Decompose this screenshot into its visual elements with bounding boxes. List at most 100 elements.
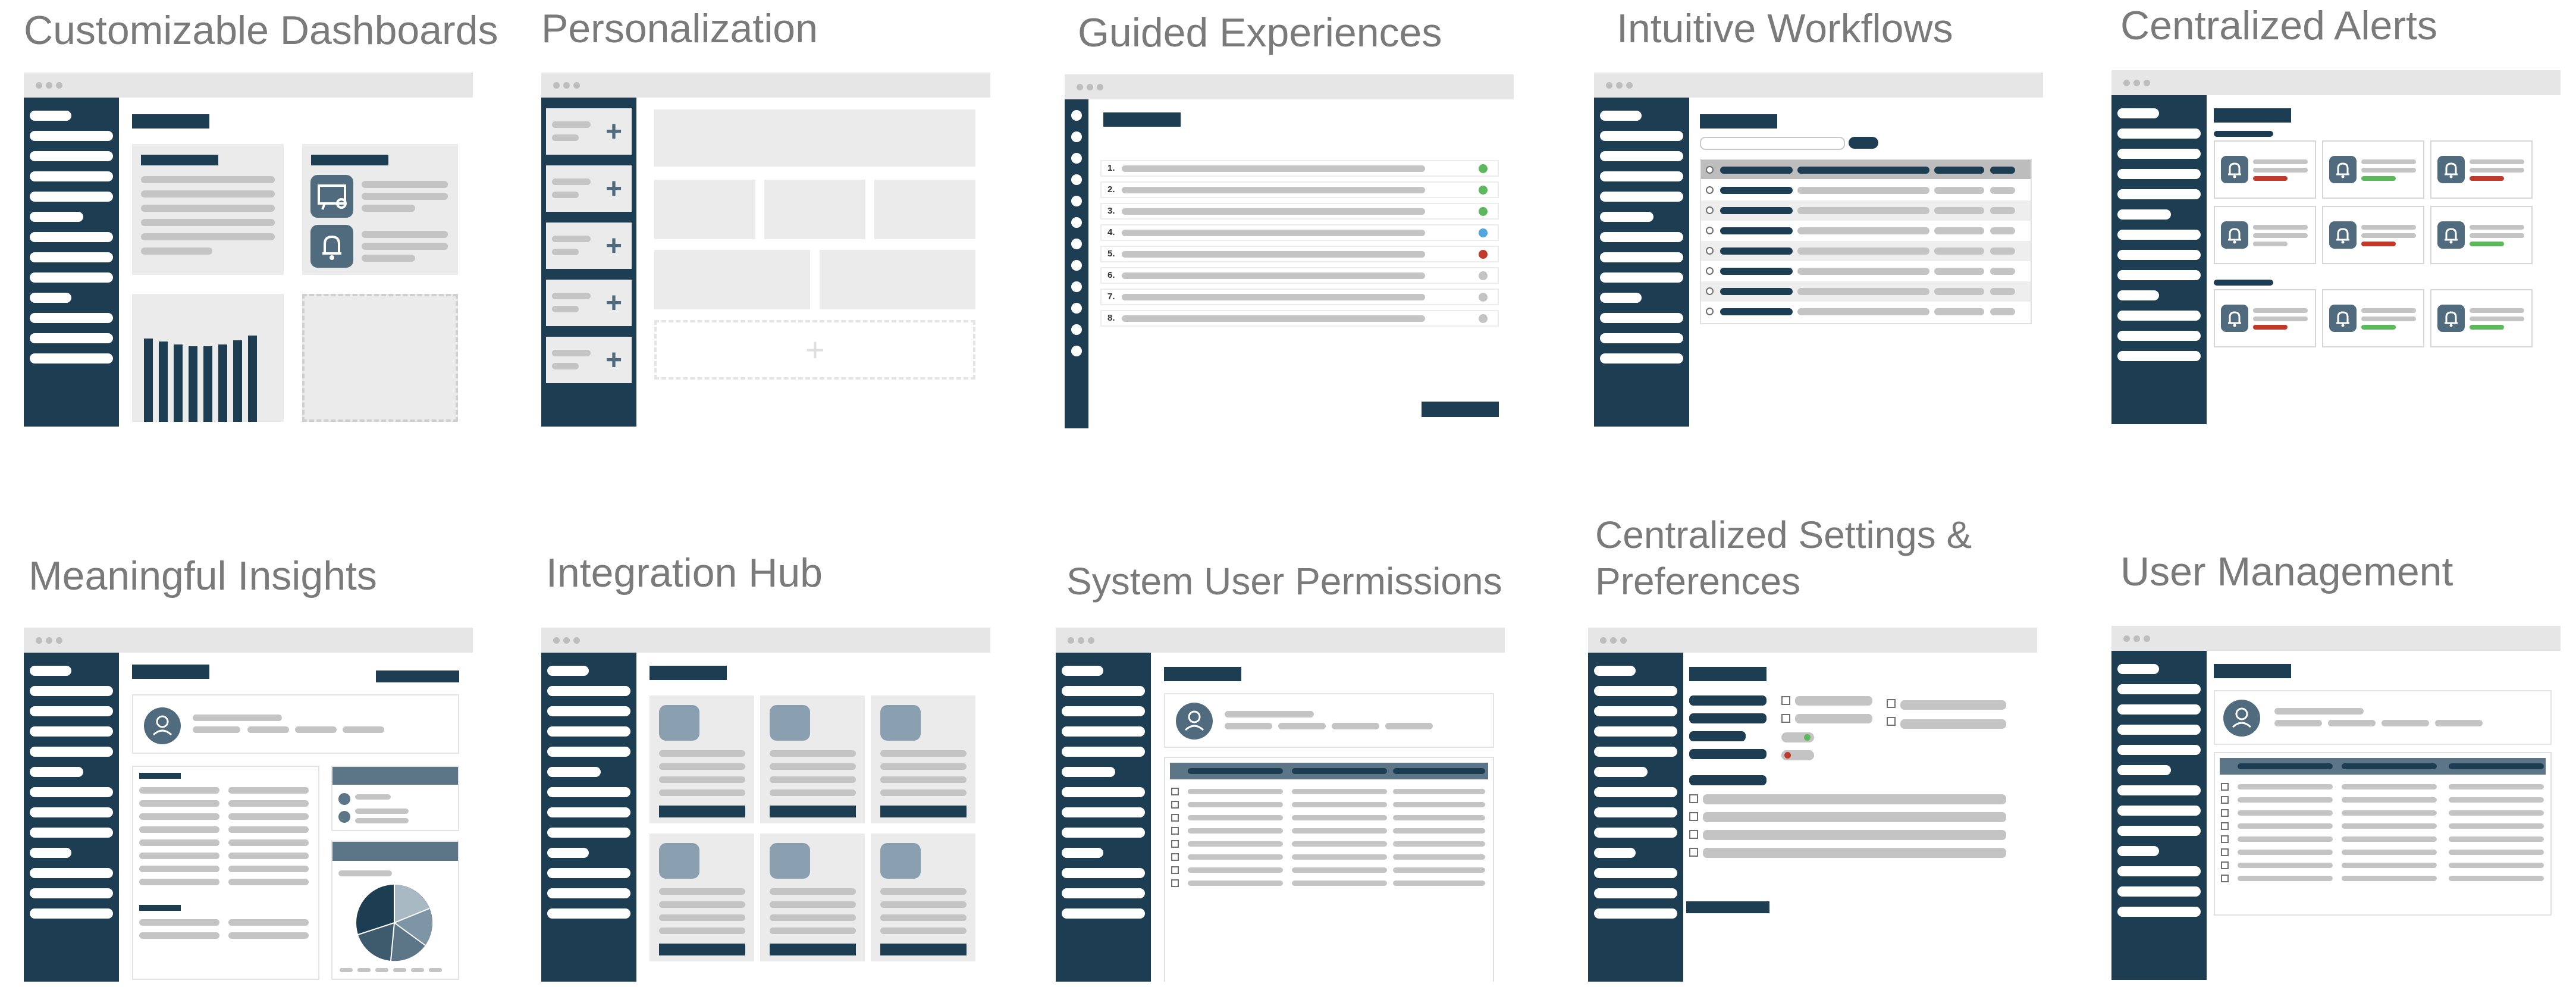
checkbox[interactable] bbox=[1689, 830, 1698, 839]
checkbox[interactable] bbox=[1887, 717, 1896, 726]
table-row[interactable] bbox=[1701, 180, 2031, 200]
step-row[interactable]: 6. bbox=[1100, 267, 1499, 284]
palette-item[interactable]: + bbox=[546, 223, 632, 269]
toggle-on[interactable] bbox=[1781, 732, 1814, 742]
checkbox[interactable] bbox=[2221, 848, 2229, 856]
checkbox[interactable] bbox=[2221, 783, 2229, 791]
table-row[interactable] bbox=[2220, 873, 2546, 884]
checkbox[interactable] bbox=[1171, 840, 1179, 848]
checkbox[interactable] bbox=[1689, 794, 1698, 803]
connect-button[interactable] bbox=[659, 806, 745, 817]
radio-button[interactable] bbox=[1706, 166, 1714, 174]
integration-card[interactable] bbox=[650, 695, 754, 823]
alert-card[interactable] bbox=[2430, 206, 2533, 264]
step-row[interactable]: 4. bbox=[1100, 224, 1499, 241]
palette-item[interactable]: + bbox=[546, 165, 632, 212]
integration-card[interactable] bbox=[760, 834, 865, 961]
alert-card[interactable] bbox=[2214, 140, 2316, 199]
connect-button[interactable] bbox=[770, 944, 856, 955]
plus-icon[interactable]: + bbox=[605, 173, 623, 205]
palette-item[interactable]: + bbox=[546, 337, 632, 383]
palette-item[interactable]: + bbox=[546, 280, 632, 326]
connect-button[interactable] bbox=[770, 806, 856, 817]
plus-icon[interactable]: + bbox=[605, 116, 623, 148]
plus-icon[interactable]: + bbox=[605, 230, 623, 262]
checkbox[interactable] bbox=[1171, 801, 1179, 809]
checkbox[interactable] bbox=[1171, 866, 1179, 874]
alert-card[interactable] bbox=[2322, 140, 2424, 199]
checkbox[interactable] bbox=[1781, 696, 1790, 705]
checkbox[interactable] bbox=[2221, 796, 2229, 804]
table-row[interactable] bbox=[1170, 852, 1488, 863]
table-row[interactable] bbox=[2220, 795, 2546, 806]
checkbox[interactable] bbox=[1171, 788, 1179, 795]
table-row[interactable] bbox=[2220, 847, 2546, 858]
radio-button[interactable] bbox=[1706, 206, 1714, 214]
table-row[interactable] bbox=[1701, 302, 2031, 322]
connect-button[interactable] bbox=[880, 806, 967, 817]
table-row[interactable] bbox=[1701, 241, 2031, 261]
checkbox[interactable] bbox=[2221, 875, 2229, 882]
table-row[interactable] bbox=[1701, 221, 2031, 241]
alert-card[interactable] bbox=[2214, 206, 2316, 264]
table-row[interactable] bbox=[2220, 860, 2546, 871]
search-button[interactable] bbox=[1849, 137, 1878, 149]
radio-button[interactable] bbox=[1706, 308, 1714, 315]
table-row[interactable] bbox=[1170, 878, 1488, 889]
checkbox[interactable] bbox=[1689, 848, 1698, 857]
checkbox[interactable] bbox=[2221, 809, 2229, 817]
step-row[interactable]: 8. bbox=[1100, 310, 1499, 327]
alert-card[interactable] bbox=[2214, 289, 2316, 347]
table-row[interactable] bbox=[2220, 808, 2546, 819]
table-row[interactable] bbox=[2220, 782, 2546, 792]
connect-button[interactable] bbox=[659, 944, 745, 955]
checkbox[interactable] bbox=[1171, 879, 1179, 887]
checkbox[interactable] bbox=[1171, 814, 1179, 822]
palette-item[interactable]: + bbox=[546, 108, 632, 155]
empty-widget-slot[interactable] bbox=[302, 294, 458, 422]
radio-button[interactable] bbox=[1706, 186, 1714, 194]
integration-card[interactable] bbox=[760, 695, 865, 823]
radio-button[interactable] bbox=[1706, 227, 1714, 234]
integration-card[interactable] bbox=[650, 834, 754, 961]
toggle-off[interactable] bbox=[1781, 750, 1814, 760]
step-row[interactable]: 2. bbox=[1100, 181, 1499, 198]
next-button[interactable] bbox=[1422, 402, 1499, 417]
save-button[interactable] bbox=[1686, 901, 1769, 913]
integration-card[interactable] bbox=[871, 834, 975, 961]
table-row[interactable] bbox=[1170, 787, 1488, 797]
search-input[interactable] bbox=[1700, 137, 1845, 150]
connect-button[interactable] bbox=[880, 944, 967, 955]
table-row[interactable] bbox=[1170, 813, 1488, 823]
radio-button[interactable] bbox=[1706, 287, 1714, 295]
step-row[interactable]: 5. bbox=[1100, 246, 1499, 262]
alert-card[interactable] bbox=[2430, 289, 2533, 347]
checkbox[interactable] bbox=[2221, 822, 2229, 830]
table-row[interactable] bbox=[1170, 839, 1488, 850]
plus-icon[interactable]: + bbox=[605, 287, 623, 319]
radio-button[interactable] bbox=[1706, 247, 1714, 255]
table-row[interactable] bbox=[2220, 821, 2546, 832]
checkbox[interactable] bbox=[2221, 835, 2229, 843]
table-row[interactable] bbox=[1701, 200, 2031, 221]
step-row[interactable]: 3. bbox=[1100, 203, 1499, 220]
checkbox[interactable] bbox=[1171, 827, 1179, 835]
alert-card[interactable] bbox=[2322, 206, 2424, 264]
checkbox[interactable] bbox=[1171, 853, 1179, 861]
checkbox[interactable] bbox=[2221, 861, 2229, 869]
integration-card[interactable] bbox=[871, 695, 975, 823]
step-row[interactable]: 1. bbox=[1100, 160, 1499, 177]
table-row[interactable] bbox=[1170, 800, 1488, 810]
radio-button[interactable] bbox=[1706, 267, 1714, 275]
table-row[interactable] bbox=[1170, 865, 1488, 876]
plus-icon[interactable]: + bbox=[605, 344, 623, 376]
table-row[interactable] bbox=[1170, 826, 1488, 836]
checkbox[interactable] bbox=[1689, 812, 1698, 821]
table-row[interactable] bbox=[2220, 834, 2546, 845]
alert-card[interactable] bbox=[2322, 289, 2424, 347]
checkbox[interactable] bbox=[1887, 699, 1896, 708]
checkbox[interactable] bbox=[1781, 714, 1790, 723]
drop-zone[interactable]: + bbox=[654, 320, 975, 380]
table-row[interactable] bbox=[1701, 281, 2031, 302]
step-row[interactable]: 7. bbox=[1100, 289, 1499, 305]
